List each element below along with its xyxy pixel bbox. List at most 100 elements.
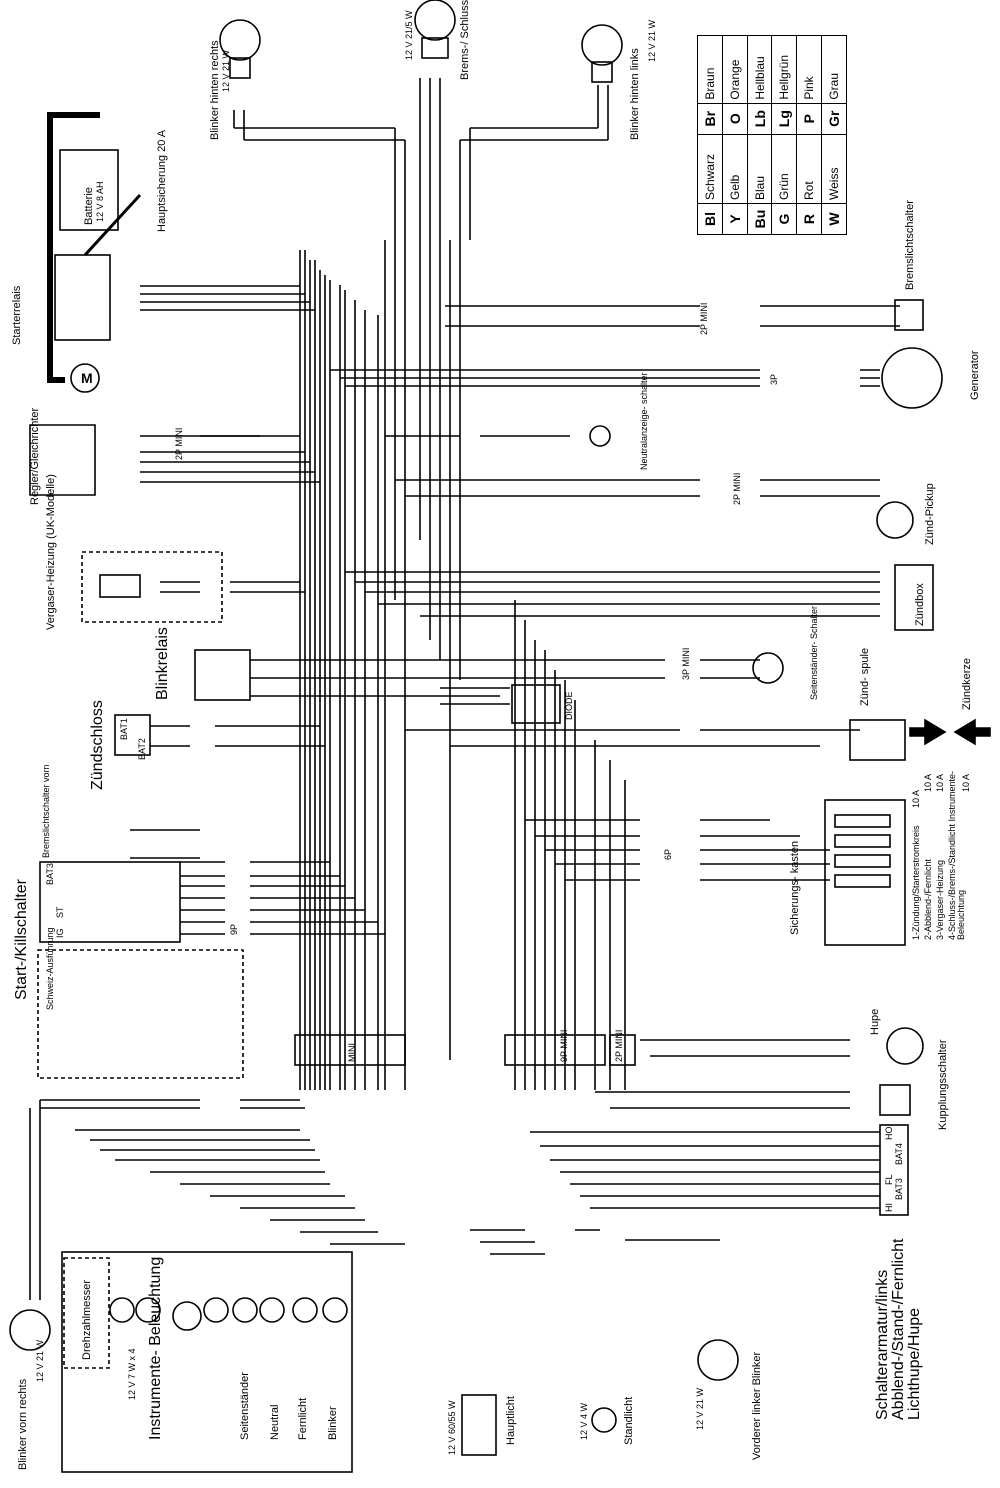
generator-symbol — [881, 347, 943, 409]
instrument-lamps — [109, 1297, 348, 1331]
legend-code: P — [796, 103, 822, 135]
legend-color-name: Gelb — [722, 134, 748, 204]
label-blinker-front-left: Vorderer linker Blinker — [751, 1351, 763, 1460]
term-left-fl: FL — [884, 1174, 894, 1185]
legend-color-name: Orange — [722, 35, 748, 104]
connector-9p-right-label: 9P MINI — [559, 1029, 569, 1062]
fuse-rating-1: 10 A — [911, 789, 921, 808]
label-brake-light: Brems-/ Schlusslicht — [459, 0, 471, 80]
legend-color-name: Hellblau — [747, 35, 772, 104]
front-left-blinker-bulb — [697, 1339, 739, 1381]
legend-code: O — [722, 103, 748, 135]
regulator-body — [29, 424, 96, 496]
label-blinker-rear-right: Blinker hinten rechts — [209, 40, 221, 140]
battery-cables — [47, 112, 100, 383]
legend-color-name: Pink — [796, 35, 822, 104]
label-instrument-light: Instrumente- Beleuchtung — [147, 1256, 164, 1440]
harness-branches — [40, 285, 900, 1255]
rear-left-blinker-bulb — [581, 24, 623, 66]
label-horn: Hupe — [869, 1008, 881, 1035]
kill-switch-box — [39, 861, 181, 943]
label-headlight-spec: 12 V 60/55 W — [447, 1400, 457, 1455]
label-regulator: Regler/Gleichrichter — [29, 407, 41, 505]
connector-2p-brake: 2P MINI — [699, 302, 709, 335]
ignition-lock-box — [114, 714, 151, 756]
label-ignition-lock: Zündschloss — [89, 700, 106, 790]
label-headlight: Hauptlicht — [505, 1396, 517, 1445]
rear-lamp-wires — [233, 78, 609, 240]
legend-code: Y — [722, 203, 748, 235]
connector-9p-left-label: MINI — [347, 1043, 357, 1062]
side-stand-switch-symbol — [752, 652, 784, 684]
legend-color-name: Grün — [771, 134, 797, 204]
label-diode: DIODE — [564, 691, 574, 720]
fuse-label-1: 1-Zündung/Starterstromkreis — [911, 825, 921, 940]
label-parking-light: Standlicht — [623, 1396, 635, 1445]
legend-color-name: Hellgrün — [771, 35, 797, 104]
parking-light-bulb — [591, 1407, 617, 1433]
fuse-rating-3: 10 A — [935, 773, 945, 792]
label-battery: Batterie — [83, 187, 95, 225]
clutch-switch-symbol — [879, 1084, 911, 1116]
legend-code: G — [771, 203, 797, 235]
label-zuendbox: Zündbox — [914, 583, 926, 626]
legend-code: Bu — [747, 203, 772, 235]
label-fuse-box: Sicherungs- kasten — [789, 840, 801, 935]
left-switch-box — [879, 1124, 909, 1216]
legend-color-name: Braun — [697, 35, 723, 104]
connector-9p-right — [504, 1034, 606, 1066]
term-bat2: BAT2 — [137, 738, 147, 760]
label-battery-spec: 12 V 8 AH — [95, 181, 105, 222]
label-blinker-rear-left-spec: 12 V 21 W — [647, 19, 657, 62]
label-blinker-rear-right-spec: 12 V 21 W — [221, 49, 231, 92]
term-left-bat3: BAT3 — [894, 1178, 904, 1200]
swiss-box — [37, 949, 244, 1079]
brake-switch-rear — [894, 299, 924, 331]
connector-2p-regulator: 2P MINI — [174, 427, 184, 460]
brake-light-bulb — [414, 0, 456, 41]
term-left-hi: HI — [884, 1203, 894, 1212]
label-swiss-version: Schweiz-Ausführung — [45, 927, 55, 1010]
term-kill-ig: IG — [55, 928, 65, 938]
label-neutral-lamp: Neutral — [269, 1404, 281, 1440]
connector-2p — [609, 1034, 636, 1066]
label-parking-light-spec: 12 V 4 W — [579, 1402, 589, 1440]
fuse-rating-4: 10 A — [961, 773, 971, 792]
label-clutch-switch: Kupplungsschalter — [937, 1039, 949, 1130]
legend-code: Gr — [821, 103, 847, 135]
legend-color-name: Blau — [747, 134, 772, 204]
rear-right-blinker-bulb — [219, 19, 261, 61]
legend-code: Lg — [771, 103, 797, 135]
label-blinker-lamp: Blinker — [327, 1406, 339, 1440]
label-side-stand-switch: Seitenständer- Schalter — [809, 605, 819, 700]
label-instrument-light-spec: 12 V 7 W x 4 — [127, 1348, 137, 1400]
connector-9p-left — [294, 1034, 406, 1066]
label-carb-heater: Vergaser-Heizung (UK-Modelle) — [45, 474, 57, 630]
legend-code: Bl — [697, 203, 723, 235]
headlight-bulb — [461, 1394, 497, 1456]
label-start-kill-switch: Start-/Killschalter — [13, 879, 30, 1000]
term-bat1: BAT1 — [119, 718, 129, 740]
label-side-stand-lamp: Seitenständer — [239, 1372, 251, 1440]
label-blink-relay: Blinkrelais — [154, 627, 171, 700]
legend-code: W — [821, 203, 847, 235]
label-tacho: Drehzahlmesser — [81, 1279, 93, 1360]
front-right-blinker-bulb — [9, 1309, 51, 1351]
legend-code: Lb — [747, 103, 772, 135]
legend-code: R — [796, 203, 822, 235]
connector-3p-sidestand: 3P MINI — [681, 647, 691, 680]
label-neutral-switch: Neutralanzeige- schalter — [639, 372, 649, 470]
term-left-ho: HO — [884, 1126, 894, 1141]
legend-color-name: Weiss — [821, 134, 847, 204]
legend-color-name: Grau — [821, 35, 847, 104]
label-brake-switch-front: Bremslichtschalter vorn — [41, 764, 51, 858]
label-brake-switch-rear: Bremslichtschalter — [904, 200, 916, 290]
legend-color-name: Schwarz — [697, 134, 723, 204]
label-spark-plug: Zündkerze — [961, 658, 973, 710]
label-starter-relay: Starterrelais — [11, 285, 23, 345]
